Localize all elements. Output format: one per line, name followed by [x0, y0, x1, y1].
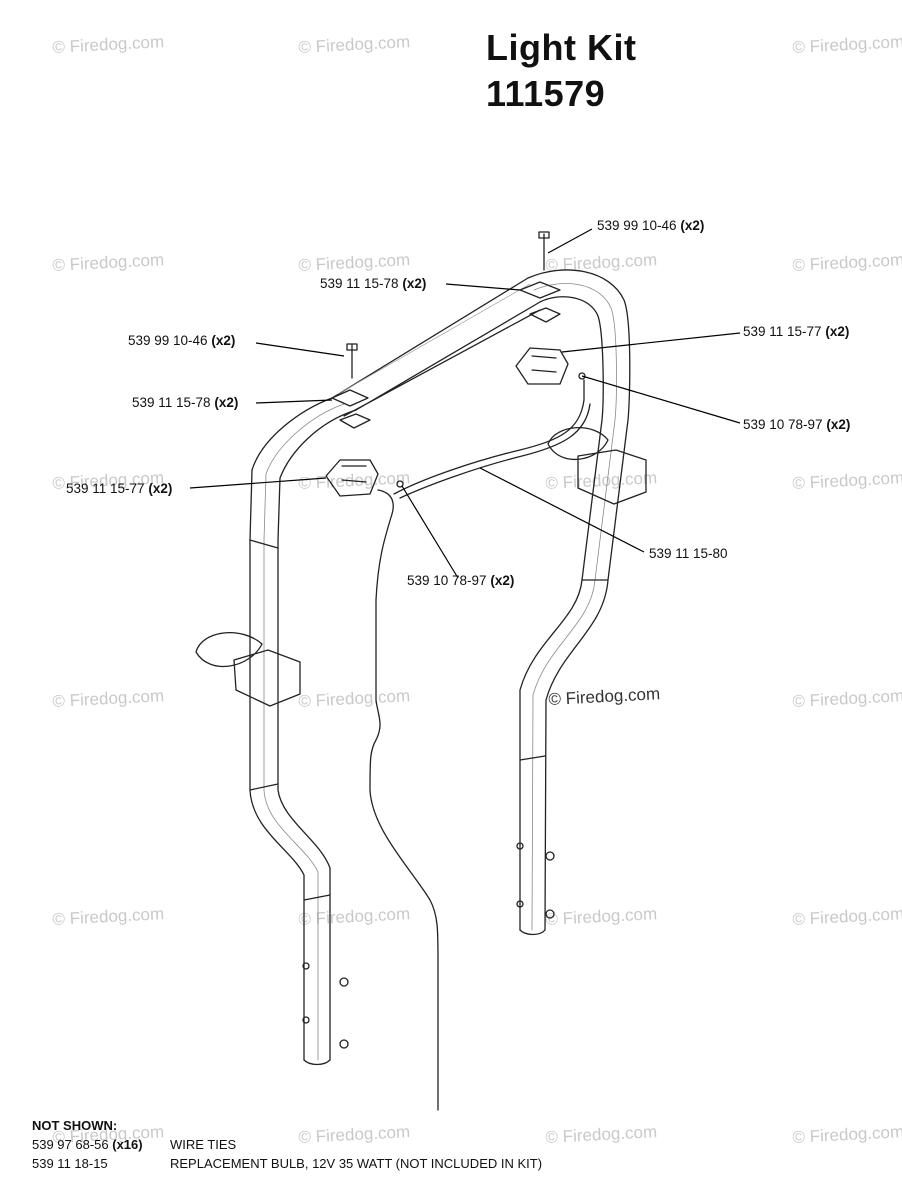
right-handle-tube-inner — [519, 296, 604, 931]
left-handle-tube-outer — [249, 397, 333, 1061]
not-shown-item: 539 11 18-15 REPLACEMENT BULB, 12V 35 WA… — [32, 1156, 543, 1171]
callout-bracket-top: 539 11 15-78 (x2) — [320, 276, 427, 291]
kit-number: 111579 — [486, 73, 606, 114]
light-housing-left — [325, 459, 379, 497]
callout-nut-right: 539 10 78-97 (x2) — [743, 417, 851, 432]
callout-nut-left: 539 10 78-97 (x2) — [407, 573, 515, 588]
callout-bolt-top: 539 99 10-46 (x2) — [597, 218, 705, 233]
bolt-right — [538, 231, 550, 271]
callout-bolt-left: 539 99 10-46 (x2) — [128, 333, 236, 348]
light-housing-right — [515, 347, 569, 385]
callout-bracket-left: 539 11 15-78 (x2) — [132, 395, 239, 410]
callout-light-right: 539 11 15-77 (x2) — [743, 324, 850, 339]
bracket-left — [331, 389, 371, 429]
wire-harness — [369, 489, 439, 1111]
left-side-light — [195, 632, 301, 707]
bracket-right — [519, 281, 561, 323]
left-handle-tube-inner — [277, 409, 357, 1061]
bolt-left — [346, 343, 358, 379]
page-title: Light Kit — [486, 27, 637, 68]
callout-light-left: 539 11 15-77 (x2) — [66, 481, 173, 496]
right-side-light — [547, 427, 647, 505]
not-shown-item: 539 97 68-56 (x16) WIRE TIES — [32, 1137, 237, 1152]
left-handle-tube-line — [263, 403, 345, 1061]
cross-bar — [331, 277, 541, 417]
not-shown-heading: NOT SHOWN: — [32, 1118, 118, 1133]
callout-wire-harness: 539 11 15-80 — [649, 546, 728, 561]
right-handle-tube-outer — [527, 269, 631, 931]
